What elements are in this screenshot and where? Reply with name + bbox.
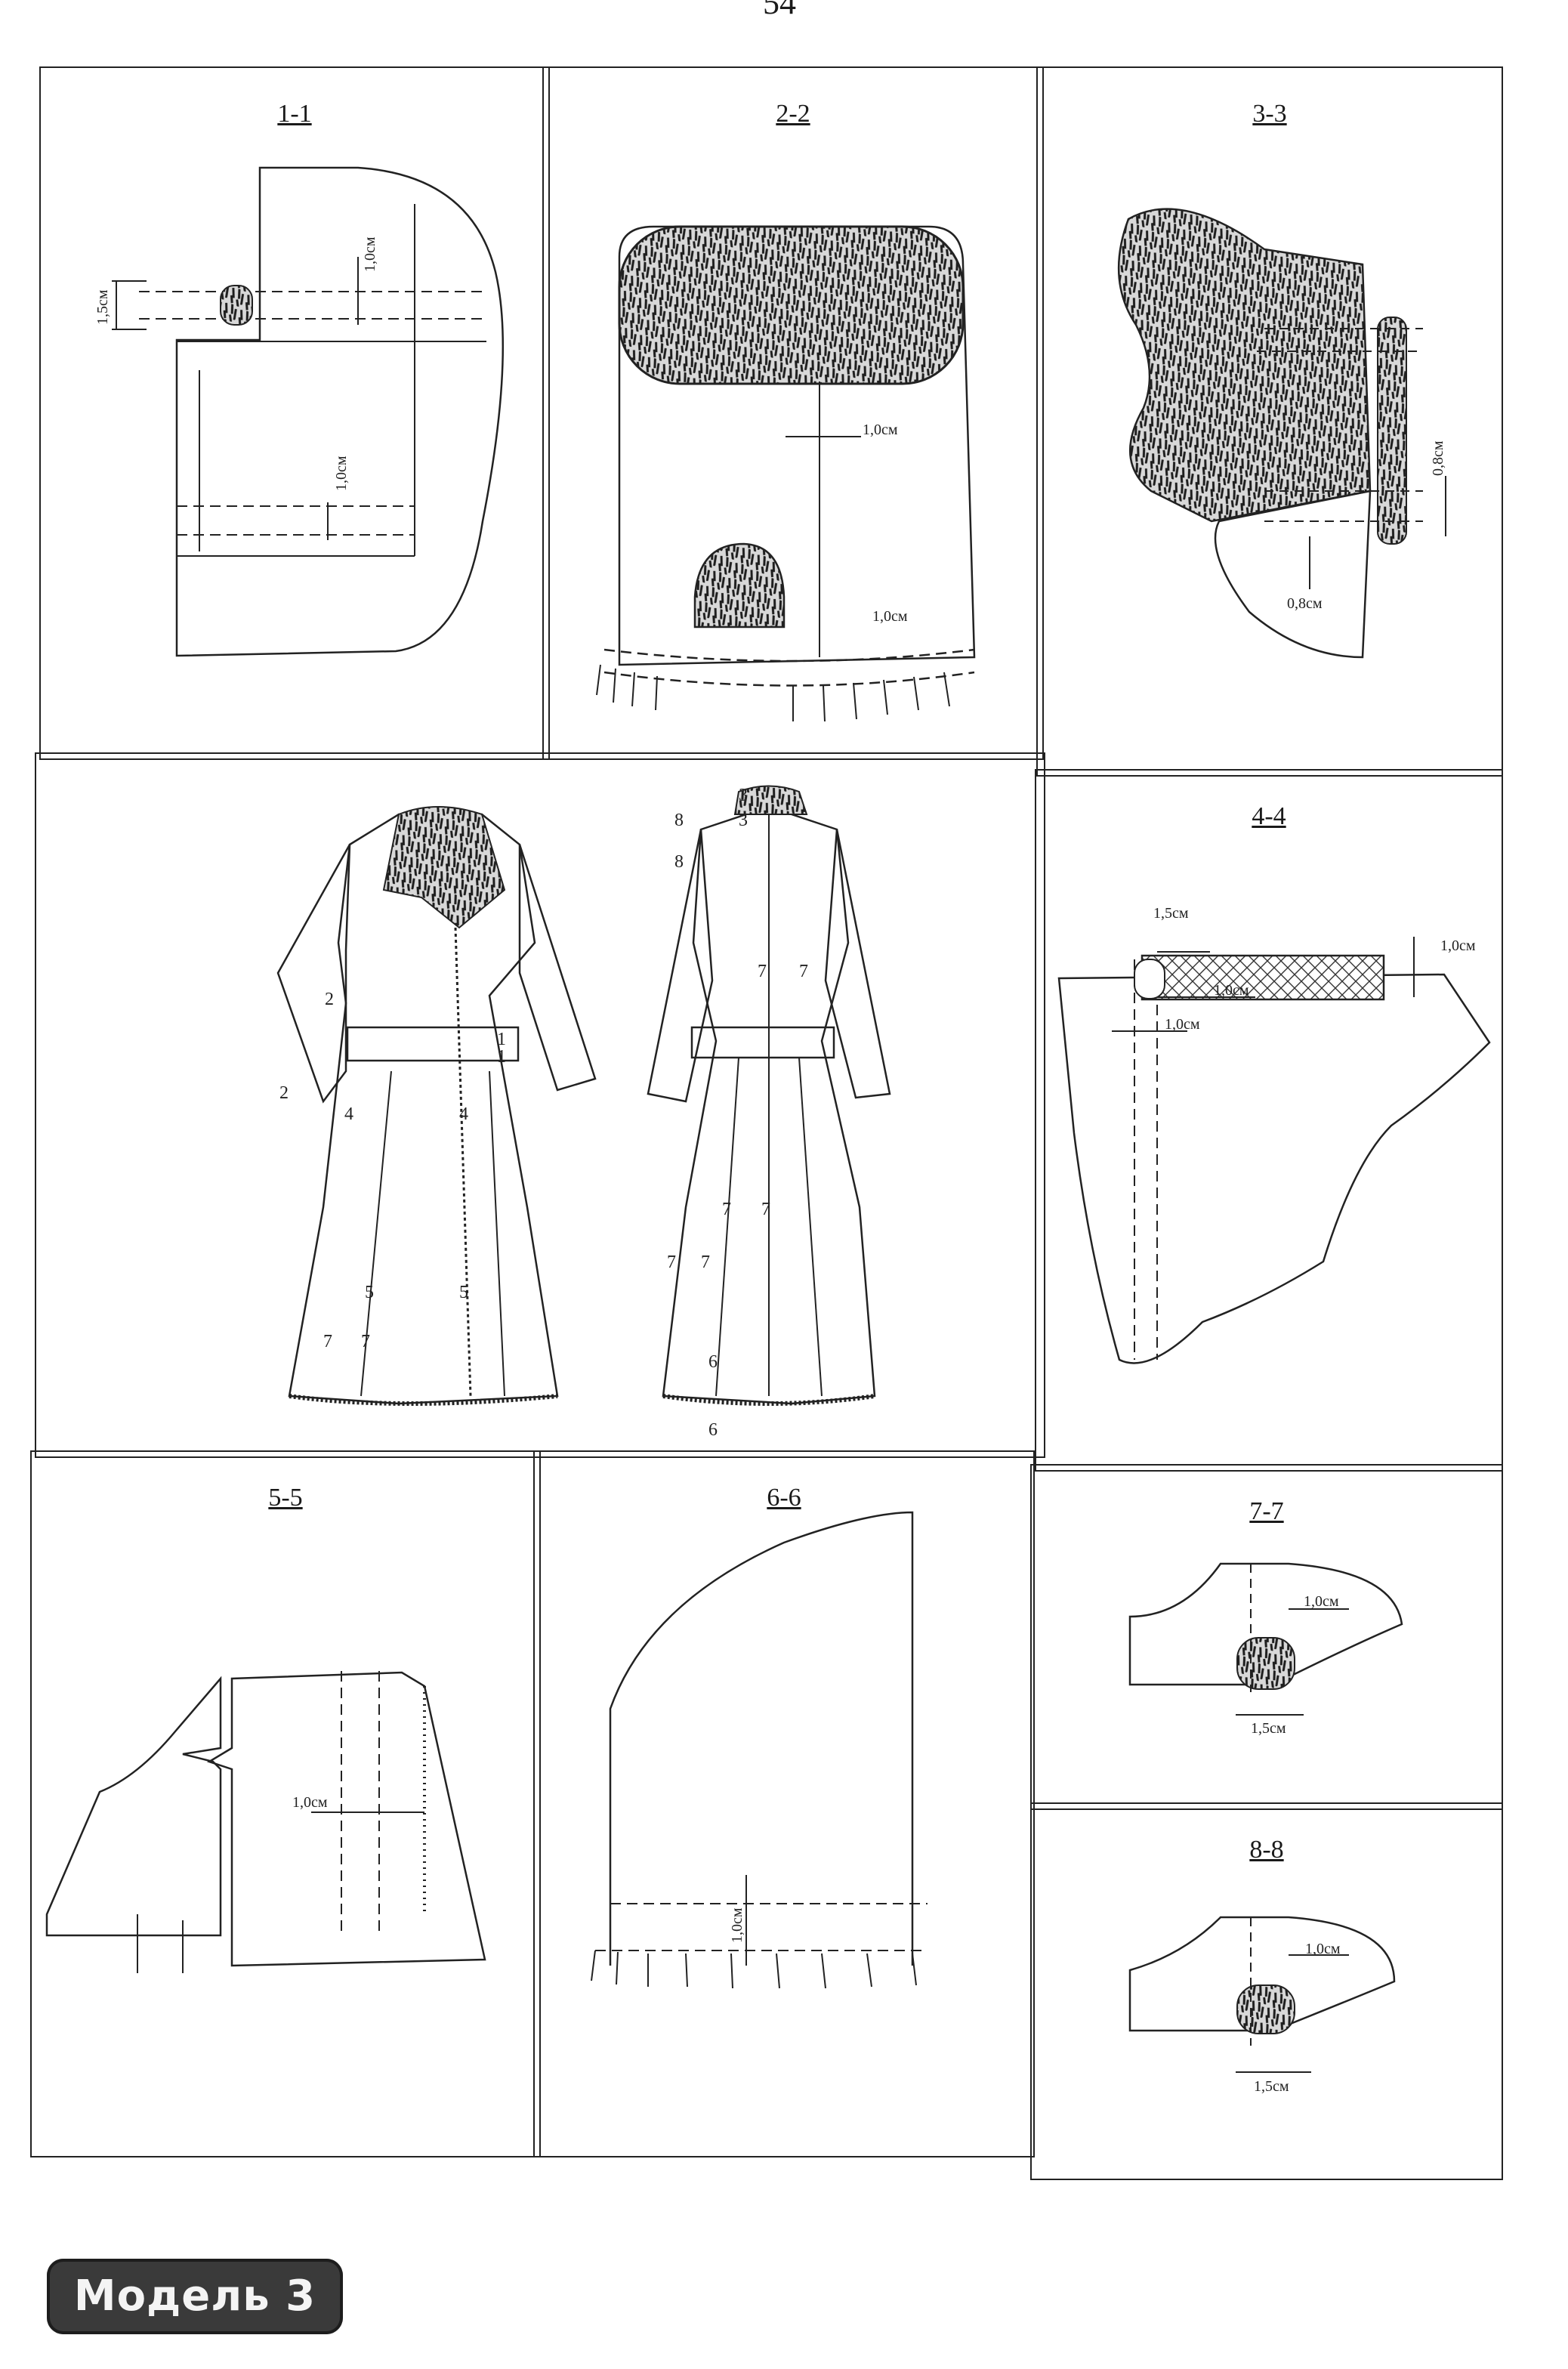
dim-label: 1,0см bbox=[863, 422, 898, 438]
section-3-3-drawing: 0,8см 0,8см bbox=[1117, 208, 1446, 659]
callout-number: 1 bbox=[497, 1030, 506, 1049]
panel-section-1-1: 1-1 1,5см 1,0см 1,0см bbox=[39, 66, 550, 760]
section-7-7-drawing: 1,0см 1,5см bbox=[1128, 1562, 1403, 1737]
panel-title: 8-8 bbox=[1249, 1836, 1284, 1864]
coat-drawing: 1 1 2 2 3 3 4 4 5 5 6 6 7 7 7 7 7 7 7 7 … bbox=[276, 785, 891, 1440]
callout-number: 8 bbox=[674, 811, 684, 830]
panel-section-6-6: 6-6 1,0см bbox=[533, 1450, 1035, 2157]
panel-title: 6-6 bbox=[767, 1484, 801, 1512]
dim-label: 1,5см bbox=[1254, 2078, 1289, 2095]
dim-label: 1,0см bbox=[333, 456, 350, 491]
dim-label: 1,0см bbox=[1214, 982, 1249, 999]
page-number: 54 bbox=[763, 0, 796, 21]
callout-number: 2 bbox=[279, 1083, 289, 1103]
dim-label: 1,5см bbox=[94, 289, 111, 325]
section-4-4-drawing: 1,5см 1,0см 1,0см 1,0см bbox=[1057, 905, 1491, 1364]
panel-title: 5-5 bbox=[268, 1484, 303, 1512]
panel-coat-model: 1 1 2 2 3 3 4 4 5 5 6 6 7 7 7 7 7 7 7 7 … bbox=[35, 752, 1045, 1458]
dim-label: 1,0см bbox=[729, 1907, 745, 1943]
callout-number: 7 bbox=[361, 1332, 370, 1351]
model-badge: Модель 3 bbox=[47, 2259, 343, 2334]
callout-number: 6 bbox=[708, 1420, 718, 1440]
coat-front bbox=[276, 806, 597, 1406]
dim-label: 1,0см bbox=[1165, 1016, 1200, 1033]
panel-title: 1-1 bbox=[277, 100, 312, 128]
panel-section-7-7: 7-7 1,0см 1,5см bbox=[1030, 1464, 1503, 1810]
callout-number: 3 bbox=[739, 811, 748, 830]
callout-number: 5 bbox=[365, 1283, 374, 1302]
dim-label: 1,0см bbox=[1305, 1941, 1341, 1957]
panel-section-2-2: 2-2 1,0см 1,0см bbox=[542, 66, 1044, 760]
callout-number: 8 bbox=[674, 852, 684, 872]
callout-number: 7 bbox=[701, 1252, 710, 1272]
dim-label: 1,0см bbox=[1304, 1593, 1339, 1610]
callout-number: 6 bbox=[708, 1352, 718, 1372]
callout-number: 7 bbox=[758, 962, 767, 981]
callout-number: 5 bbox=[459, 1283, 468, 1302]
callout-number: 7 bbox=[667, 1252, 676, 1272]
panel-title: 7-7 bbox=[1249, 1497, 1284, 1525]
dim-label: 1,5см bbox=[1251, 1720, 1286, 1737]
callout-number: 1 bbox=[497, 1047, 506, 1067]
callout-number: 4 bbox=[344, 1104, 353, 1124]
dim-label: 0,8см bbox=[1287, 595, 1323, 612]
callout-number: 7 bbox=[799, 962, 808, 981]
section-5-5-drawing: 1,0см bbox=[45, 1671, 486, 1973]
dim-label: 1,0см bbox=[872, 608, 908, 625]
dim-label: 1,0см bbox=[292, 1794, 328, 1811]
panel-section-8-8: 8-8 1,0см 1,5см bbox=[1030, 1802, 1503, 2180]
section-6-6-drawing: 1,0см bbox=[591, 1511, 928, 1989]
panel-section-4-4: 4-4 1,5см 1,0см 1,0см 1,0см bbox=[1035, 769, 1503, 1472]
callout-number: 4 bbox=[459, 1104, 468, 1124]
panel-title: 2-2 bbox=[776, 100, 810, 128]
section-1-1-drawing: 1,5см 1,0см 1,0см bbox=[94, 166, 505, 657]
panel-title: 4-4 bbox=[1252, 802, 1286, 830]
dim-label: 1,0см bbox=[1440, 937, 1476, 954]
panel-title: 3-3 bbox=[1252, 100, 1287, 128]
callout-number: 7 bbox=[323, 1332, 332, 1351]
dim-label: 0,8см bbox=[1430, 440, 1446, 476]
callout-number: 7 bbox=[761, 1200, 770, 1219]
panel-section-5-5: 5-5 1,0см bbox=[30, 1450, 541, 2157]
callout-number: 7 bbox=[722, 1200, 731, 1219]
section-8-8-drawing: 1,0см 1,5см bbox=[1128, 1916, 1396, 2095]
coat-back bbox=[647, 785, 891, 1406]
dim-label: 1,5см bbox=[1153, 905, 1189, 922]
panel-section-3-3: 3-3 0,8см 0,8см bbox=[1036, 66, 1503, 777]
dim-label: 1,0см bbox=[362, 236, 378, 272]
callout-number: 3 bbox=[739, 786, 748, 805]
callout-number: 2 bbox=[325, 990, 334, 1009]
section-2-2-drawing: 1,0см 1,0см bbox=[596, 225, 976, 722]
model-label: Модель 3 bbox=[73, 2272, 316, 2321]
